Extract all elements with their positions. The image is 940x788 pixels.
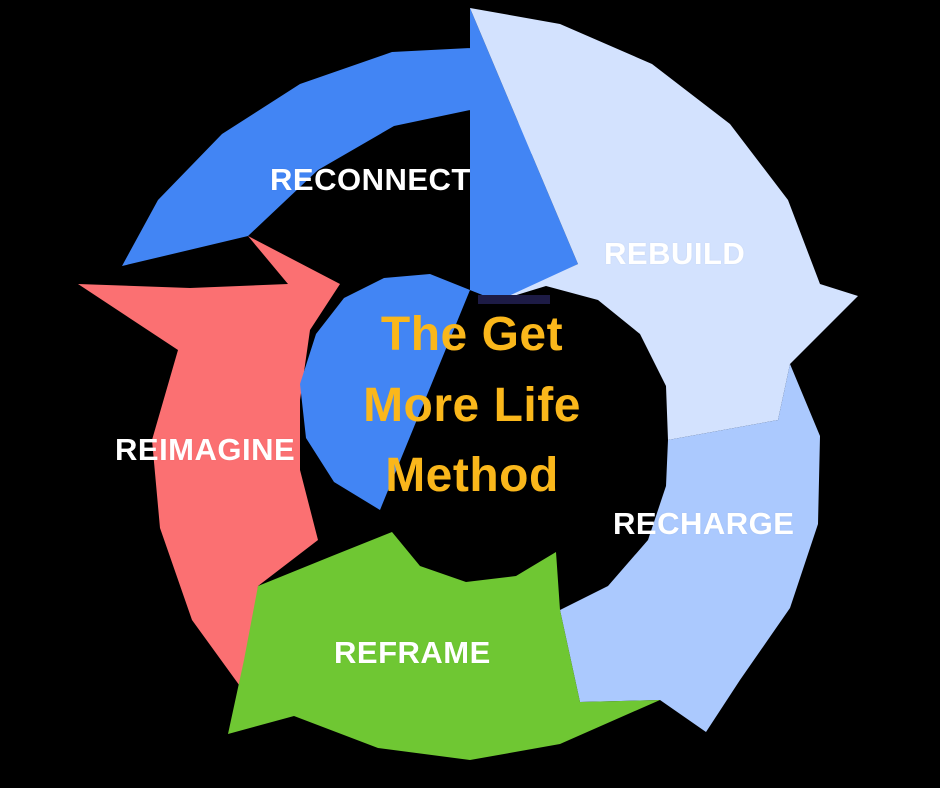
cycle-segment-reimagine[interactable] — [78, 236, 340, 700]
cycle-segment-reframe[interactable] — [228, 532, 660, 760]
cycle-segment-rebuild[interactable] — [470, 8, 858, 440]
cycle-segment-reconnect-arrowhead — [470, 8, 578, 302]
cycle-segment-recharge[interactable] — [560, 364, 820, 732]
cycle-segments-group — [78, 8, 858, 760]
cycle-segment-reconnect[interactable] — [122, 8, 540, 510]
